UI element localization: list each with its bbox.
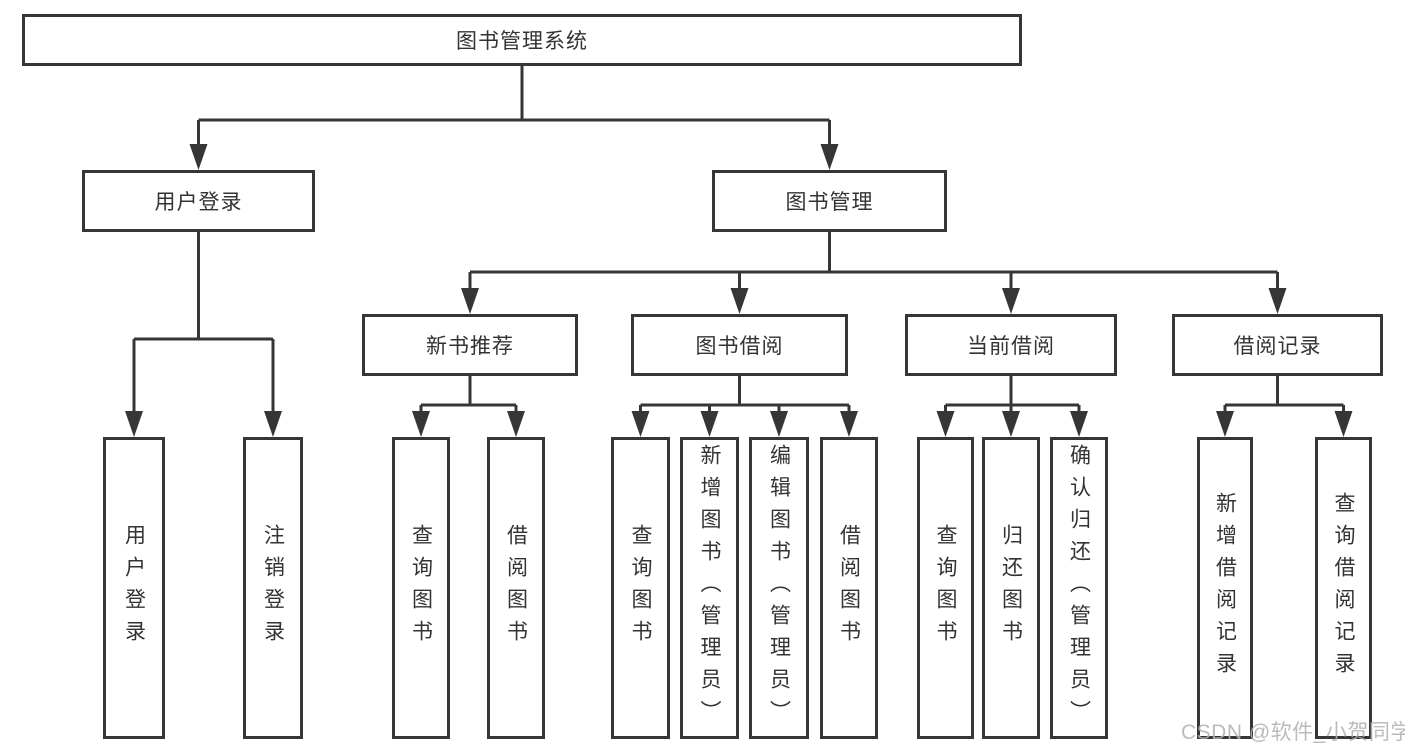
node-leaf-user-login: 用户登录 xyxy=(103,437,165,739)
node-label: 用户登录 xyxy=(154,191,243,214)
node-label: 用户登录 xyxy=(122,524,146,652)
node-new-book-recommend: 新书推荐 xyxy=(362,314,578,376)
node-current-borrowing: 当前借阅 xyxy=(905,314,1117,376)
node-user-login: 用户登录 xyxy=(82,170,315,232)
arrowhead-borrowing-records xyxy=(1268,288,1287,314)
node-library-management-system: 图书管理系统 xyxy=(22,14,1022,66)
arrowhead-br-add-record xyxy=(1216,411,1234,437)
arrowhead-leaf-logout xyxy=(264,411,282,437)
node-leaf-bb-edit-books-admin: 编辑图书（管理员） xyxy=(749,437,809,739)
node-label: 图书管理 xyxy=(785,191,874,214)
csdn-watermark: CSDN @软件_小贺同学 xyxy=(1181,721,1405,744)
edge-book-borrowing-to-leaves xyxy=(639,376,851,415)
node-label: 查询借阅记录 xyxy=(1332,492,1355,684)
node-leaf-br-query-record: 查询借阅记录 xyxy=(1315,437,1372,739)
node-leaf-br-add-record: 新增借阅记录 xyxy=(1197,437,1253,739)
edge-borrowing-records-to-leaves xyxy=(1223,376,1345,415)
edge-user-login-to-leaves xyxy=(132,232,275,415)
arrowhead-cb-confirm-return-admin xyxy=(1070,411,1088,437)
edge-new-book-recommend-to-leaves xyxy=(419,376,518,415)
arrowhead-current-borrowing xyxy=(1002,288,1020,314)
node-leaf-bb-borrow-books: 借阅图书 xyxy=(820,437,878,739)
node-borrowing-records: 借阅记录 xyxy=(1172,314,1383,376)
node-label: 新书推荐 xyxy=(426,335,514,358)
arrowhead-nb-borrow-books xyxy=(507,411,525,437)
edge-root-to-level2 xyxy=(197,66,831,148)
node-leaf-cb-query-books: 查询图书 xyxy=(917,437,974,739)
node-leaf-logout: 注销登录 xyxy=(243,437,303,739)
node-label: 借阅图书 xyxy=(504,524,528,652)
node-book-management: 图书管理 xyxy=(712,170,947,232)
node-leaf-nb-query-books: 查询图书 xyxy=(392,437,450,739)
arrowhead-cb-query-books xyxy=(936,411,955,437)
node-label: 确认归还（管理员） xyxy=(1067,444,1091,732)
node-book-borrowing: 图书借阅 xyxy=(631,314,848,376)
arrowhead-user-login xyxy=(189,144,208,170)
node-label: 新增图书（管理员） xyxy=(698,444,721,732)
node-leaf-bb-add-books-admin: 新增图书（管理员） xyxy=(680,437,739,739)
node-label: 借阅图书 xyxy=(837,524,861,652)
edge-book-management-to-level3 xyxy=(468,232,1279,292)
arrowhead-new-book-recommend xyxy=(461,288,479,314)
arrowhead-nb-query-books xyxy=(412,411,430,437)
arrowhead-book-management xyxy=(820,144,839,170)
node-label: 查询图书 xyxy=(409,524,433,652)
node-label: 图书管理系统 xyxy=(456,30,588,53)
node-label: 新增借阅记录 xyxy=(1213,492,1237,684)
node-label: 查询图书 xyxy=(629,524,652,652)
arrowhead-bb-edit-books-admin xyxy=(770,411,788,437)
node-label: 查询图书 xyxy=(934,524,957,652)
node-label: 归还图书 xyxy=(999,524,1023,652)
node-leaf-nb-borrow-books: 借阅图书 xyxy=(487,437,545,739)
node-leaf-bb-query-books: 查询图书 xyxy=(611,437,670,739)
node-label: 借阅记录 xyxy=(1233,335,1322,358)
arrowhead-cb-return-books xyxy=(1002,411,1020,437)
node-label: 当前借阅 xyxy=(967,335,1055,358)
edge-current-borrowing-to-leaves xyxy=(944,376,1081,415)
arrowhead-bb-query-books xyxy=(631,411,650,437)
node-leaf-cb-return-books: 归还图书 xyxy=(982,437,1040,739)
arrowhead-book-borrowing xyxy=(730,288,749,314)
node-label: 编辑图书（管理员） xyxy=(767,444,791,732)
node-leaf-cb-confirm-return-admin: 确认归还（管理员） xyxy=(1050,437,1108,739)
arrowhead-bb-borrow-books xyxy=(840,411,858,437)
arrowhead-bb-add-books-admin xyxy=(700,411,719,437)
arrowhead-leaf-user-login xyxy=(125,411,143,437)
node-label: 注销登录 xyxy=(261,524,285,652)
node-label: 图书借阅 xyxy=(695,335,784,358)
arrowhead-br-query-record xyxy=(1334,411,1353,437)
